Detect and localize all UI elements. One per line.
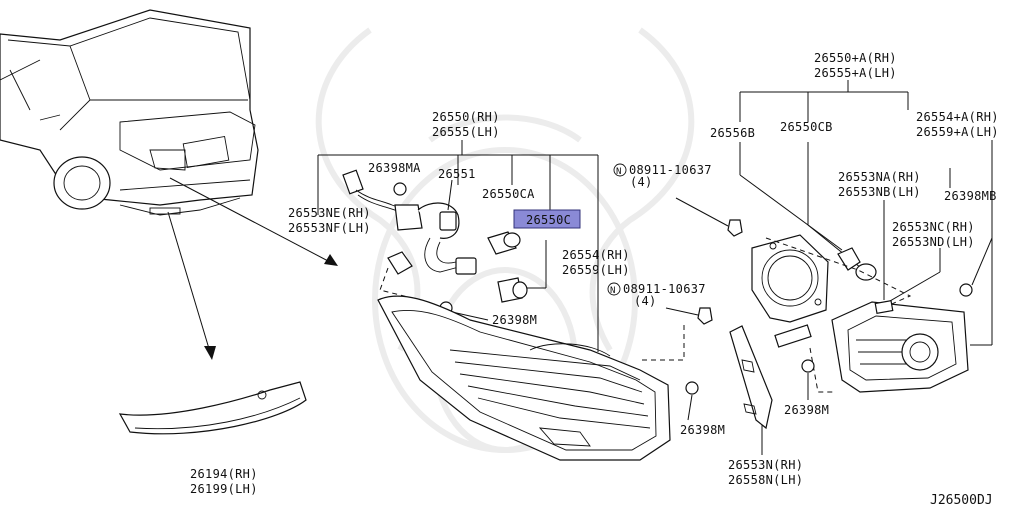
label-26398m-right: 26398M (784, 403, 829, 417)
label-26553n: 26553N(RH) (728, 458, 803, 472)
label-26555-lh: 26555(LH) (432, 125, 500, 139)
diagram-reference-code: J26500DJ (930, 493, 993, 508)
bolt-upper-part (727, 219, 743, 237)
side-reflector-part (118, 381, 307, 435)
label-26553ne: 26553NE(RH) (288, 206, 371, 220)
clip-26398m-right (801, 359, 815, 400)
label-26550a-rh: 26550+A(RH) (814, 51, 897, 65)
car-rear-illustration (0, 9, 259, 216)
outer-lamp-housing (377, 295, 671, 461)
nut-symbol-lower: N (610, 286, 616, 296)
wiring-harness-part (342, 169, 528, 303)
bolt-callout-upper: N (613, 163, 627, 177)
inner-lamp-housing (831, 299, 969, 393)
socket-26550cb (837, 247, 877, 281)
label-26551: 26551 (438, 167, 476, 181)
label-26550-rh: 26550(RH) (432, 110, 500, 124)
label-26194: 26194(RH) (190, 467, 258, 481)
label-26553na: 26553NA(RH) (838, 170, 921, 184)
label-26398mb: 26398MB (944, 189, 997, 203)
highlight-box-26550c[interactable] (513, 209, 581, 229)
label-26553nb: 26553NB(LH) (838, 185, 921, 199)
bulb-holder-plate (751, 234, 829, 323)
label-26553nc: 26553NC(RH) (892, 220, 975, 234)
label-26558n: 26558N(LH) (728, 473, 803, 487)
label-26199: 26199(LH) (190, 482, 258, 496)
label-26550c-highlighted[interactable]: 26550C (526, 213, 571, 227)
bolt-lower-part (697, 307, 713, 325)
label-bolt-upper: 08911-10637 (629, 163, 712, 177)
label-26559: 26559(LH) (562, 263, 630, 277)
gasket-26553na (774, 324, 812, 348)
clip-26398m-center (685, 381, 699, 421)
label-26559a-lh: 26559+A(LH) (916, 125, 999, 139)
label-26550cb: 26550CB (780, 120, 833, 134)
callout-arrows (167, 177, 338, 360)
label-26398m-left: 26398M (492, 313, 537, 327)
label-26554: 26554(RH) (562, 248, 630, 262)
label-bolt-lower: 08911-10637 (623, 282, 706, 296)
label-bolt-lower-qty: (4) (634, 294, 657, 308)
label-26553nd: 26553ND(LH) (892, 235, 975, 249)
label-26555a-lh: 26555+A(LH) (814, 66, 897, 80)
watermark-emblem (315, 27, 695, 453)
gasket-26553n (729, 325, 773, 430)
nut-symbol-upper: N (616, 167, 622, 177)
clip-26398ma (393, 182, 407, 196)
label-bolt-upper-qty: (4) (630, 175, 653, 189)
label-26553nf: 26553NF(LH) (288, 221, 371, 235)
bracket-lines-center (317, 140, 599, 352)
label-26398m-center: 26398M (680, 423, 725, 437)
label-26550ca: 26550CA (482, 187, 535, 201)
bolt-callout-lower: N (607, 282, 621, 296)
label-26554a-rh: 26554+A(RH) (916, 110, 999, 124)
label-26398ma: 26398MA (368, 161, 421, 175)
clip-26398mb (959, 283, 973, 297)
label-26556b: 26556B (710, 126, 755, 140)
